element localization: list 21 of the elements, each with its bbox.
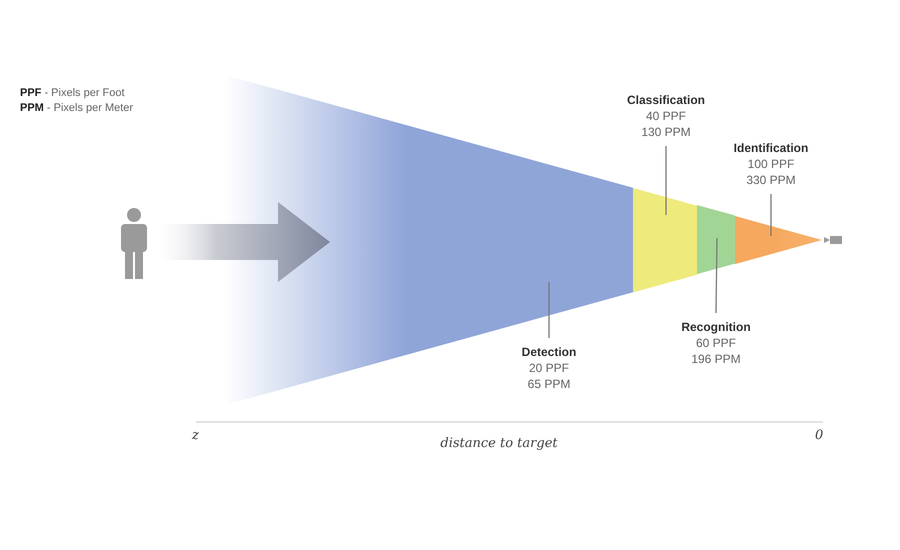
zone-title: Detection — [520, 344, 578, 360]
leader-line — [770, 194, 772, 236]
zone-title: Identification — [732, 140, 810, 156]
zone-title: Classification — [626, 92, 706, 108]
leader-line — [548, 282, 550, 338]
axis-label: z — [192, 428, 199, 443]
resolution-value: 65 PPM — [526, 376, 572, 392]
abbreviation-note: PPM - Pixels per Meter — [20, 101, 134, 116]
zone-title: Recognition — [680, 319, 752, 335]
leader-line — [715, 238, 718, 313]
leader-line — [665, 146, 667, 215]
resolution-value: 100 PPF — [746, 156, 796, 172]
abbreviation-note: PPF - Pixels per Foot — [20, 86, 125, 101]
resolution-value: 196 PPM — [690, 351, 742, 367]
axis-label: 0 — [815, 428, 824, 443]
axis-title: distance to target — [440, 436, 558, 451]
resolution-value: 60 PPF — [694, 335, 738, 351]
resolution-value: 40 PPF — [644, 108, 688, 124]
resolution-value: 130 PPM — [640, 124, 692, 140]
resolution-value: 330 PPM — [745, 172, 797, 188]
resolution-value: 20 PPF — [528, 360, 570, 376]
